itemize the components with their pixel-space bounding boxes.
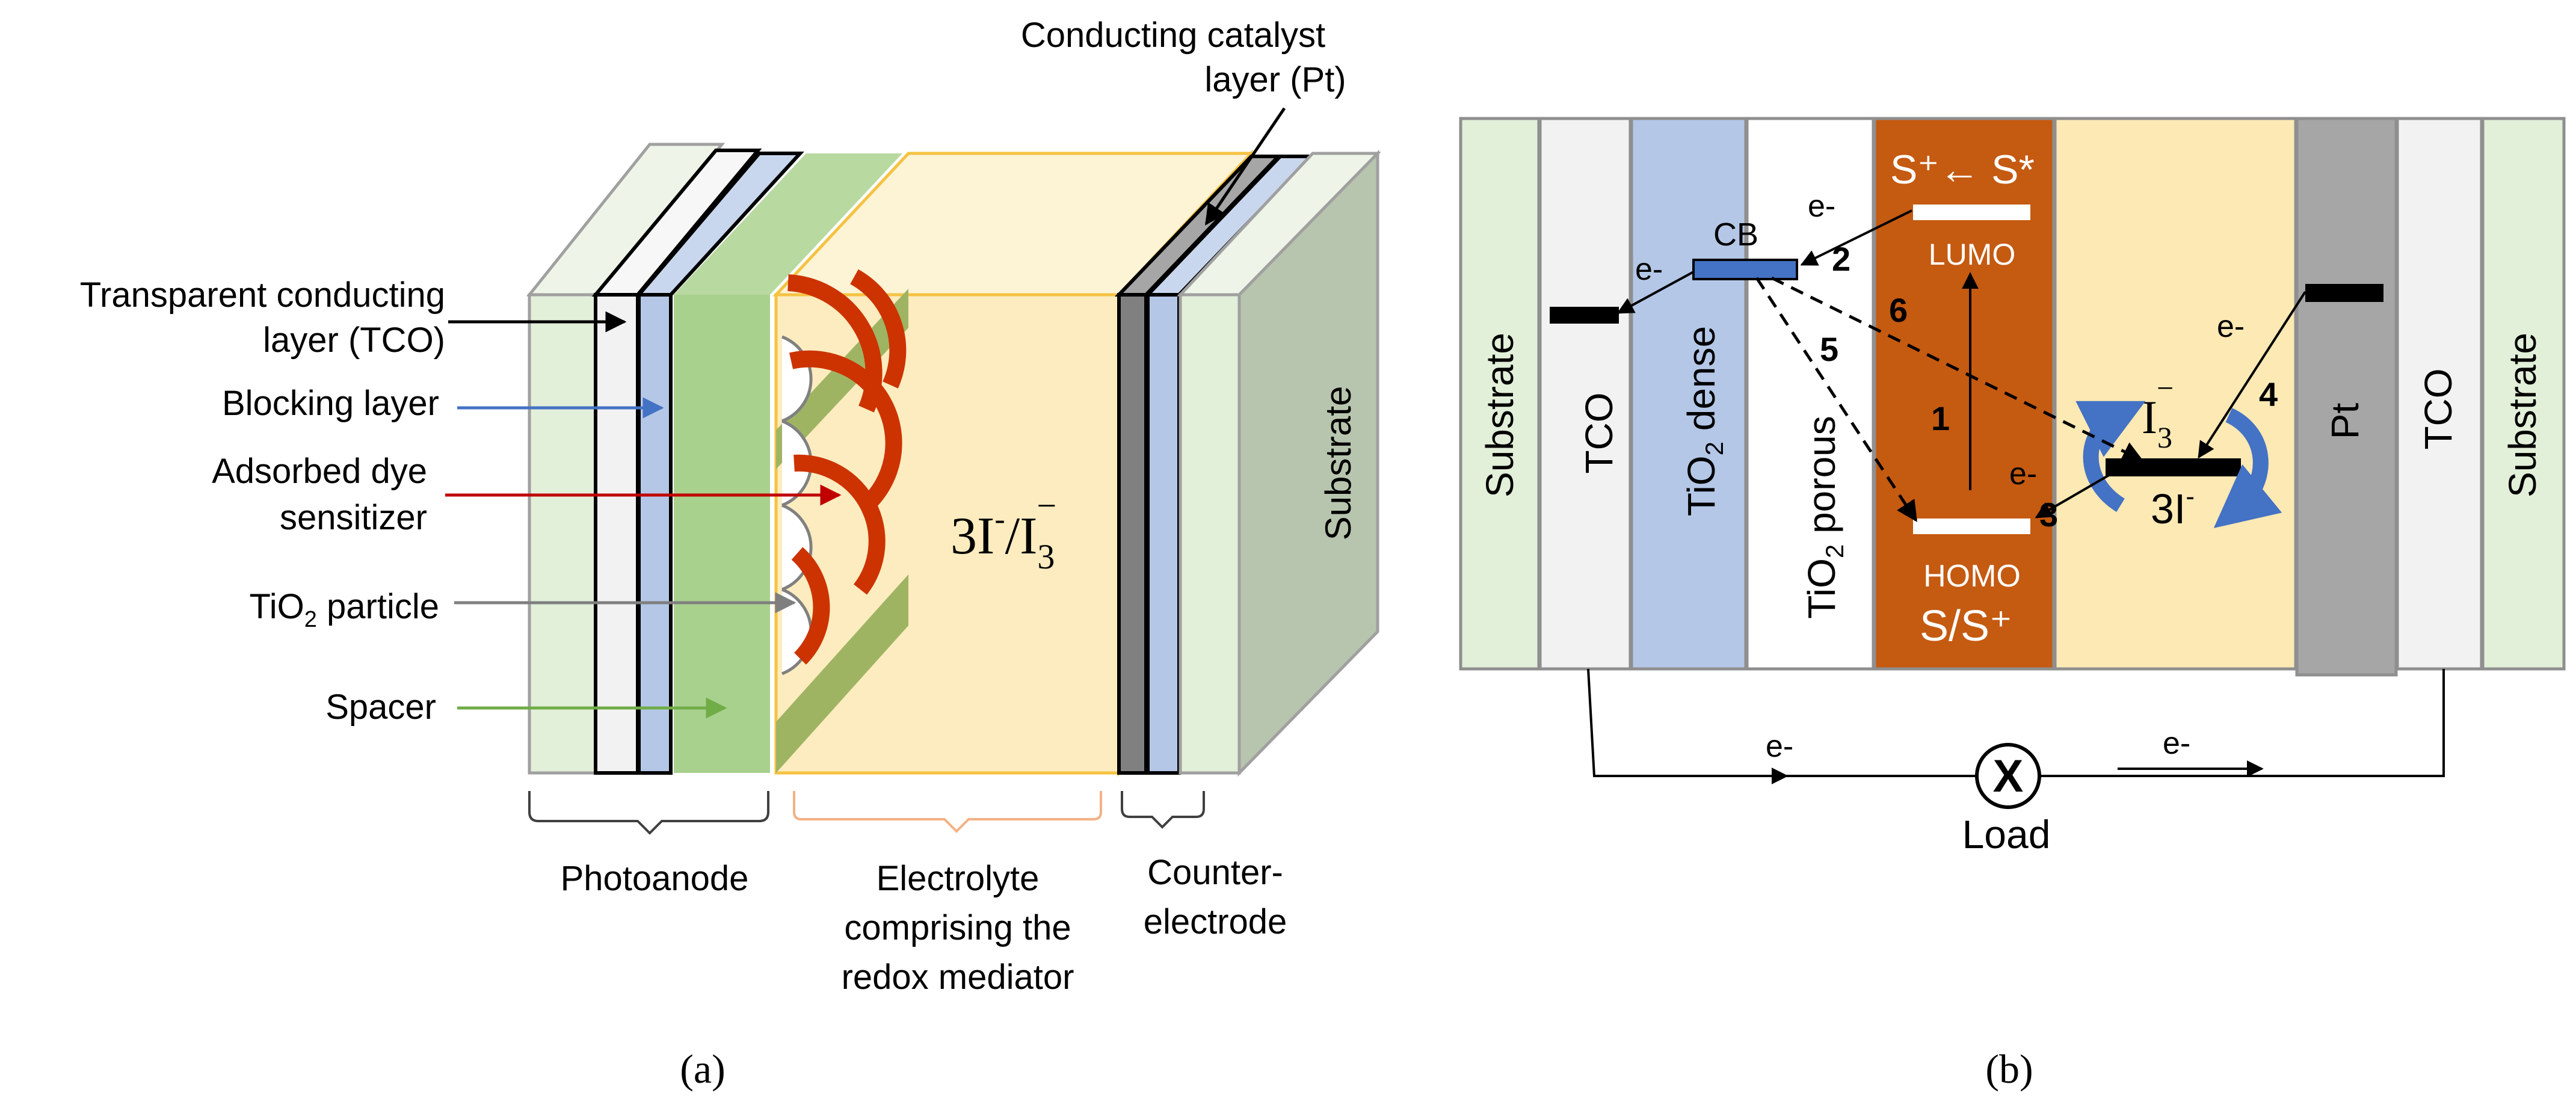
homo-label: HOMO: [1923, 559, 2021, 594]
blocking-label: Blocking layer: [222, 384, 439, 423]
step-5: 5: [1820, 330, 1838, 368]
tco-left-label: TCO: [1577, 392, 1621, 473]
electron-label-inject: e-: [1808, 189, 1835, 224]
reduction-cycle-right: [2213, 408, 2282, 528]
pt-fermi-level: [2305, 284, 2383, 302]
electron-label-circuit-left: e-: [1766, 729, 1793, 764]
spacer-label: Spacer: [325, 688, 436, 727]
load-symbol-mark: X: [1993, 751, 2024, 802]
photoanode-label: Photoanode: [561, 859, 749, 898]
dye-tio2-layer: [674, 153, 902, 773]
spacer: [776, 289, 908, 773]
tco-layer: [591, 149, 762, 775]
photoanode-bracket: [528, 791, 769, 835]
cb-level: [1692, 259, 1798, 280]
electrolyte-bracket: [793, 791, 1102, 833]
dye-label-line1: Adsorbed dye: [212, 452, 427, 491]
electrolyte-label-line2: comprising the: [844, 908, 1071, 947]
counter-label-line2: electrode: [1144, 902, 1287, 941]
electron-label-regen: e-: [2009, 457, 2037, 491]
dye-sensitizer-arcs: [787, 269, 907, 665]
reduction-cycle-left: [2075, 401, 2146, 512]
substrate-right-label: Substrate: [2501, 333, 2544, 497]
s-s-plus-label: S/S⁺: [1920, 602, 2012, 650]
counter-label-line1: Counter-: [1147, 853, 1283, 892]
pt-layer: [2295, 117, 2398, 677]
injection-arrow-2: [1800, 209, 1912, 266]
pt-label: Pt: [2323, 403, 2367, 440]
triiodide-label: I3−: [2142, 371, 2174, 454]
homo-level: [1913, 519, 2030, 534]
catalyst-label-line2: layer (Pt): [1204, 60, 1346, 99]
caption-b: (b): [1985, 1046, 2033, 1092]
step-6: 6: [1889, 291, 1908, 329]
redox-couple-label: 3I-/I3−: [951, 486, 1056, 576]
tio2-porous-label: TiO2 porous: [1800, 416, 1849, 619]
tio2-porous-layer: [1745, 117, 1875, 671]
tio2-dense-label: TiO2 dense: [1680, 326, 1728, 516]
electrolyte-label-line3: redox mediator: [842, 958, 1074, 997]
caption-a: (a): [680, 1046, 725, 1092]
panel-a: Substrate 3I-/I3− Conducting catalyst la…: [80, 16, 1381, 1092]
counter-electrode: [1114, 149, 1381, 777]
recombination-arrow-5: [1755, 277, 1918, 522]
step-3: 3: [2039, 496, 2058, 534]
tio2-particle-label: TiO2 particle: [249, 587, 439, 632]
step-2: 2: [1832, 240, 1850, 278]
tio2-dense-layer: [1630, 117, 1748, 671]
electron-label-circuit-right: e-: [2163, 726, 2190, 761]
lumo-level: [1913, 205, 2030, 220]
substrate-left-label: Substrate: [1478, 333, 1521, 497]
pt-reduction-arrow-4: [2198, 291, 2306, 459]
cb-to-tco-arrow: [1616, 271, 1694, 314]
load-label: Load: [1962, 812, 2051, 857]
tco-label-line2: layer (TCO): [263, 321, 445, 360]
catalyst-label-line1: Conducting catalyst: [1021, 16, 1325, 55]
tco-right-label: TCO: [2417, 368, 2460, 449]
tco-right-layer: [2396, 117, 2483, 671]
tco-fermi-level: [1550, 307, 1619, 324]
recombination-arrow-6: [1770, 276, 2144, 462]
electrolyte-label-line1: Electrolyte: [877, 859, 1040, 898]
electrolyte-layer: [2053, 117, 2297, 671]
cb-label: CB: [1713, 217, 1758, 253]
electron-label-pt: e-: [2217, 309, 2245, 344]
step-4: 4: [2259, 375, 2278, 413]
circuit-wire-right: [2039, 669, 2445, 777]
s-plus-s-star-label: S⁺← S*: [1890, 147, 2035, 192]
tco-left-layer: [1538, 117, 1632, 671]
substrate-left-layer: [1459, 117, 1541, 671]
substrate-right-layer: [2481, 117, 2566, 671]
regeneration-arrow-3: [2035, 462, 2131, 519]
load-symbol: [1975, 743, 2041, 809]
lumo-label: LUMO: [1929, 238, 2015, 271]
circuit-wire-left: [1587, 668, 1976, 777]
electron-label-cb: e-: [1635, 252, 1663, 287]
counter-bracket: [1121, 791, 1205, 829]
step-1: 1: [1931, 399, 1950, 437]
substrate-label-a: Substrate: [1318, 386, 1358, 541]
catalyst-pointer: [1204, 107, 1286, 226]
panel-b: Substrate TCO TiO2 dense TiO2 porous Pt …: [1459, 117, 2566, 1092]
dye-label-line2: sensitizer: [280, 498, 427, 537]
tco-label-line1: Transparent conducting: [80, 275, 445, 315]
iodide-label: 3I-: [2151, 482, 2195, 532]
redox-level: [2106, 458, 2241, 476]
